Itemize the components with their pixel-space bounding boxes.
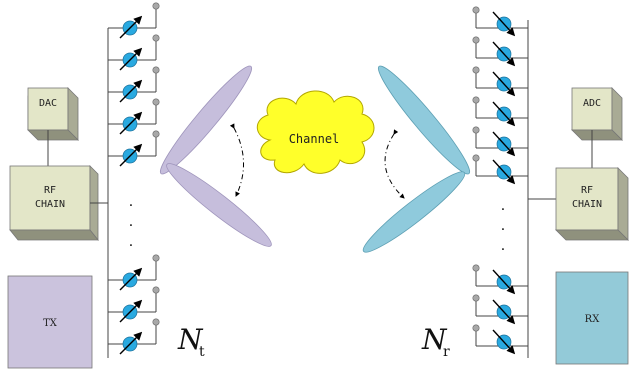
phase-shift-arrow-icon — [492, 329, 516, 355]
tx-phase-shifter-row — [108, 66, 160, 103]
adc-block: ADC — [571, 87, 623, 141]
rx-rf-label-line2: CHAIN — [572, 199, 602, 210]
tx-antenna-subscript: t — [199, 344, 205, 360]
antenna-element-icon — [472, 66, 480, 74]
tx-ellipsis-dot-3: · — [129, 238, 133, 254]
adc-label: ADC — [583, 98, 601, 109]
rx-phase-shifter-row — [472, 294, 528, 325]
rx-ellipsis-dot-1: · — [501, 202, 505, 218]
phase-shift-arrow-icon — [119, 111, 143, 135]
tx-steering-arrow — [229, 123, 245, 197]
phase-shift-arrow-icon — [492, 11, 516, 37]
tx-phase-shifter-row — [108, 318, 160, 355]
tx-phase-shifter-array — [108, 2, 160, 355]
tx-block: TX — [7, 275, 93, 369]
rx-phase-shifter-row — [472, 66, 528, 97]
tx-beam-upper — [159, 65, 253, 175]
tx-ellipsis-dot-2: · — [129, 218, 133, 234]
phase-shift-arrow-icon — [492, 269, 516, 295]
rx-steering-arrow — [384, 129, 405, 199]
antenna-element-icon — [152, 2, 160, 10]
phase-shift-arrow-icon — [492, 131, 516, 157]
rx-antenna-count-label: N r — [421, 323, 450, 360]
antenna-element-icon — [152, 66, 160, 74]
phase-shift-arrow-icon — [492, 159, 516, 185]
antenna-element-icon — [472, 294, 480, 302]
dac-label: DAC — [39, 98, 57, 109]
antenna-element-icon — [152, 318, 160, 326]
phase-shift-arrow-icon — [492, 299, 516, 325]
rx-rf-label-line1: RF — [581, 185, 593, 196]
tx-antenna-symbol: N — [177, 323, 204, 356]
rx-phase-shifter-row — [472, 96, 528, 127]
phase-shift-arrow-icon — [119, 143, 143, 167]
rx-antenna-subscript: r — [443, 344, 450, 360]
antenna-element-icon — [152, 254, 160, 262]
phase-shift-arrow-icon — [119, 15, 143, 39]
tx-rf-label-line2: CHAIN — [35, 199, 65, 210]
rx-phase-shifter-row — [472, 6, 528, 37]
rx-phase-shifter-array — [472, 6, 528, 355]
antenna-element-icon — [472, 126, 480, 134]
antenna-element-icon — [472, 324, 480, 332]
phase-shift-arrow-icon — [492, 101, 516, 127]
rx-ellipsis-dot-2: · — [501, 222, 505, 238]
phase-shift-arrow-icon — [119, 47, 143, 71]
tx-rf-label-line1: RF — [44, 185, 56, 196]
antenna-element-icon — [472, 264, 480, 272]
rx-beam-lower — [362, 171, 466, 253]
rx-label: RX — [585, 314, 601, 325]
phase-shift-arrow-icon — [119, 331, 143, 355]
tx-ellipsis-dot-1: · — [129, 198, 133, 214]
rx-phase-shifter-row — [472, 324, 528, 355]
phase-shift-arrow-icon — [119, 267, 143, 291]
tx-phase-shifter-row — [108, 286, 160, 323]
antenna-element-icon — [152, 286, 160, 294]
rx-rf-chain-block: RF CHAIN — [555, 167, 629, 241]
tx-phase-shifter-row — [108, 34, 160, 71]
tx-phase-shifter-row — [108, 2, 160, 39]
tx-phase-shifter-row — [108, 130, 160, 167]
tx-phase-shifter-row — [108, 98, 160, 135]
antenna-element-icon — [472, 6, 480, 14]
antenna-element-icon — [472, 154, 480, 162]
antenna-element-icon — [152, 130, 160, 138]
antenna-element-icon — [152, 98, 160, 106]
channel-label: Channel — [289, 132, 340, 146]
tx-rf-chain-block: RF CHAIN — [9, 165, 99, 242]
tx-phase-shifter-row — [108, 254, 160, 291]
rx-phase-shifter-row — [472, 36, 528, 67]
rx-ellipsis-dot-3: · — [501, 242, 505, 258]
rx-beam-upper — [377, 65, 471, 175]
phase-shift-arrow-icon — [492, 71, 516, 97]
rx-phase-shifter-row — [472, 126, 528, 157]
phase-shift-arrow-icon — [119, 79, 143, 103]
antenna-element-icon — [472, 36, 480, 44]
phase-shift-arrow-icon — [492, 41, 516, 67]
antenna-element-icon — [472, 96, 480, 104]
tx-label: TX — [43, 318, 58, 329]
rx-phase-shifter-row — [472, 154, 528, 185]
antenna-element-icon — [152, 34, 160, 42]
channel-cloud: Channel — [256, 90, 375, 174]
tx-beam-lower — [166, 163, 272, 247]
rx-block: RX — [555, 271, 629, 365]
dac-block: DAC — [27, 87, 79, 141]
rx-antenna-symbol: N — [421, 323, 448, 356]
tx-antenna-count-label: N t — [177, 323, 205, 360]
rx-phase-shifter-row — [472, 264, 528, 295]
phase-shift-arrow-icon — [119, 299, 143, 323]
